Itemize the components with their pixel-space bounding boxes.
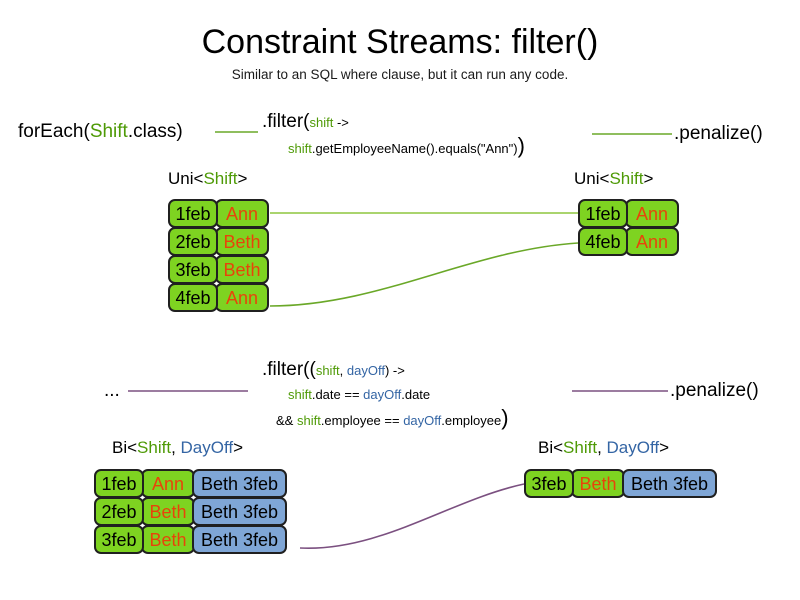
bi-right-type-sep: , xyxy=(597,438,607,457)
uni-penalize-label: .penalize() xyxy=(674,123,763,144)
tuple-cell-date: 3feb xyxy=(524,469,574,498)
uni-right-type-param: Shift xyxy=(609,169,644,188)
bi-filter-param2: dayOff xyxy=(346,363,385,378)
bi-filter-l2-var2: dayOff xyxy=(363,387,402,402)
tuple-cell-name: Beth xyxy=(215,227,269,256)
page-title: Constraint Streams: filter() xyxy=(201,23,599,61)
table-row[interactable]: 3feb Beth xyxy=(168,255,269,284)
bi-filter-open: .filter(( xyxy=(262,359,316,380)
tuple-cell-dayoff: Beth 3feb xyxy=(192,497,287,526)
bi-filter-line1: .filter((shift, dayOff) -> xyxy=(262,358,509,382)
bi-filter-close-paren: ) xyxy=(501,405,509,430)
tuple-cell-dayoff: Beth 3feb xyxy=(192,525,287,554)
uni-filter-open: .filter( xyxy=(262,111,310,132)
tuple-cell-date: 3feb xyxy=(168,255,218,284)
bi-filter-l2-mid: .date == xyxy=(311,387,364,402)
tuple-cell-date: 2feb xyxy=(94,497,144,526)
tuple-cell-dayoff: Beth 3feb xyxy=(622,469,717,498)
table-row[interactable]: 1feb Ann Beth 3feb xyxy=(94,469,287,498)
uni-filter-line1: .filter(shift -> xyxy=(262,110,525,134)
table-row[interactable]: 3feb Beth Beth 3feb xyxy=(94,525,287,554)
uni-left-type-suffix: > xyxy=(237,169,248,188)
bi-left-tuple-list: 1feb Ann Beth 3feb 2feb Beth Beth 3feb 3… xyxy=(94,469,287,554)
uni-right-type-label: Uni<Shift> xyxy=(574,168,653,190)
foreach-expression: forEach(Shift.class) xyxy=(18,120,183,144)
bi-left-type-param1: Shift xyxy=(137,438,172,457)
bi-left-type-label: Bi<Shift, DayOff> xyxy=(112,437,243,459)
table-row[interactable]: 4feb Ann xyxy=(168,283,269,312)
tuple-cell-date: 4feb xyxy=(168,283,218,312)
bi-filter-l3-var2: dayOff xyxy=(403,413,442,428)
bi-filter-l3-and: && xyxy=(276,413,297,428)
uni-filter-expression: .filter(shift -> shift.getEmployeeName()… xyxy=(262,110,525,159)
uni-filter-body-var: shift xyxy=(288,141,312,156)
bi-filter-l2-var1: shift xyxy=(288,387,312,402)
tuple-cell-name: Beth xyxy=(571,469,625,498)
bi-right-type-prefix: Bi< xyxy=(538,438,564,457)
uni-left-type-prefix: Uni< xyxy=(168,169,204,188)
tuple-cell-name: Beth xyxy=(141,497,195,526)
uni-right-type-prefix: Uni< xyxy=(574,169,610,188)
line-bi-3feb xyxy=(299,483,525,549)
tuple-cell-dayoff: Beth 3feb xyxy=(192,469,287,498)
bi-right-type-label: Bi<Shift, DayOff> xyxy=(538,437,669,459)
bi-left-type-sep: , xyxy=(171,438,181,457)
tuple-cell-date: 1feb xyxy=(578,199,628,228)
foreach-suffix: .class) xyxy=(127,121,183,142)
bi-filter-l3-post: .employee xyxy=(441,413,502,428)
tuple-cell-date: 4feb xyxy=(578,227,628,256)
bi-filter-param1: shift xyxy=(315,363,340,378)
tuple-cell-name: Ann xyxy=(215,199,269,228)
bi-right-type-param2: DayOff xyxy=(606,438,660,457)
uni-left-type-param: Shift xyxy=(203,169,238,188)
uni-left-tuple-list: 1feb Ann 2feb Beth 3feb Beth 4feb Ann xyxy=(168,199,269,312)
bi-left-type-prefix: Bi< xyxy=(112,438,138,457)
tuple-cell-name: Ann xyxy=(625,199,679,228)
tuple-cell-date: 2feb xyxy=(168,227,218,256)
tuple-cell-date: 1feb xyxy=(94,469,144,498)
uni-filter-arrow: -> xyxy=(333,115,349,130)
uni-right-type-suffix: > xyxy=(643,169,654,188)
tuple-cell-date: 1feb xyxy=(168,199,218,228)
page-subtitle: Similar to an SQL where clause, but it c… xyxy=(231,67,569,82)
bi-left-type-suffix: > xyxy=(233,438,244,457)
tuple-cell-name: Beth xyxy=(215,255,269,284)
uni-filter-line2: shift.getEmployeeName().equals("Ann")) xyxy=(288,133,525,159)
bi-right-type-suffix: > xyxy=(659,438,670,457)
table-row[interactable]: 2feb Beth Beth 3feb xyxy=(94,497,287,526)
uni-right-tuple-list: 1feb Ann 4feb Ann xyxy=(578,199,679,256)
foreach-prefix: forEach( xyxy=(18,121,90,142)
bi-filter-line3: && shift.employee == dayOff.employee) xyxy=(276,405,509,431)
tuple-cell-name: Ann xyxy=(625,227,679,256)
foreach-type: Shift xyxy=(89,121,128,142)
tuple-cell-name: Ann xyxy=(215,283,269,312)
table-row[interactable]: 1feb Ann xyxy=(168,199,269,228)
table-row[interactable]: 4feb Ann xyxy=(578,227,679,256)
bi-filter-l3-mid: .employee == xyxy=(320,413,404,428)
uni-filter-close-paren: ) xyxy=(517,133,525,158)
table-row[interactable]: 3feb Beth Beth 3feb xyxy=(524,469,717,498)
table-row[interactable]: 1feb Ann xyxy=(578,199,679,228)
bi-left-type-param2: DayOff xyxy=(180,438,234,457)
bi-right-tuple-list: 3feb Beth Beth 3feb xyxy=(524,469,717,498)
table-row[interactable]: 2feb Beth xyxy=(168,227,269,256)
bi-filter-l3-var1: shift xyxy=(296,413,321,428)
tuple-cell-name: Ann xyxy=(141,469,195,498)
bi-penalize-label: .penalize() xyxy=(670,380,759,401)
bi-filter-line2: shift.date == dayOff.date xyxy=(288,385,509,405)
uni-filter-lambda-param: shift xyxy=(309,115,334,130)
bi-source-ellipsis: ... xyxy=(104,380,120,401)
tuple-cell-date: 3feb xyxy=(94,525,144,554)
bi-filter-expression: .filter((shift, dayOff) -> shift.date ==… xyxy=(262,358,509,431)
tuple-cell-name: Beth xyxy=(141,525,195,554)
line-uni-4feb xyxy=(269,242,579,307)
uni-filter-body-call: .getEmployeeName().equals("Ann") xyxy=(311,141,518,156)
uni-left-type-label: Uni<Shift> xyxy=(168,168,247,190)
bi-filter-l2-post: .date xyxy=(401,387,431,402)
bi-right-type-param1: Shift xyxy=(563,438,598,457)
bi-filter-arrow: ) -> xyxy=(384,363,405,378)
bi-filter-param-sep: , xyxy=(339,363,347,378)
